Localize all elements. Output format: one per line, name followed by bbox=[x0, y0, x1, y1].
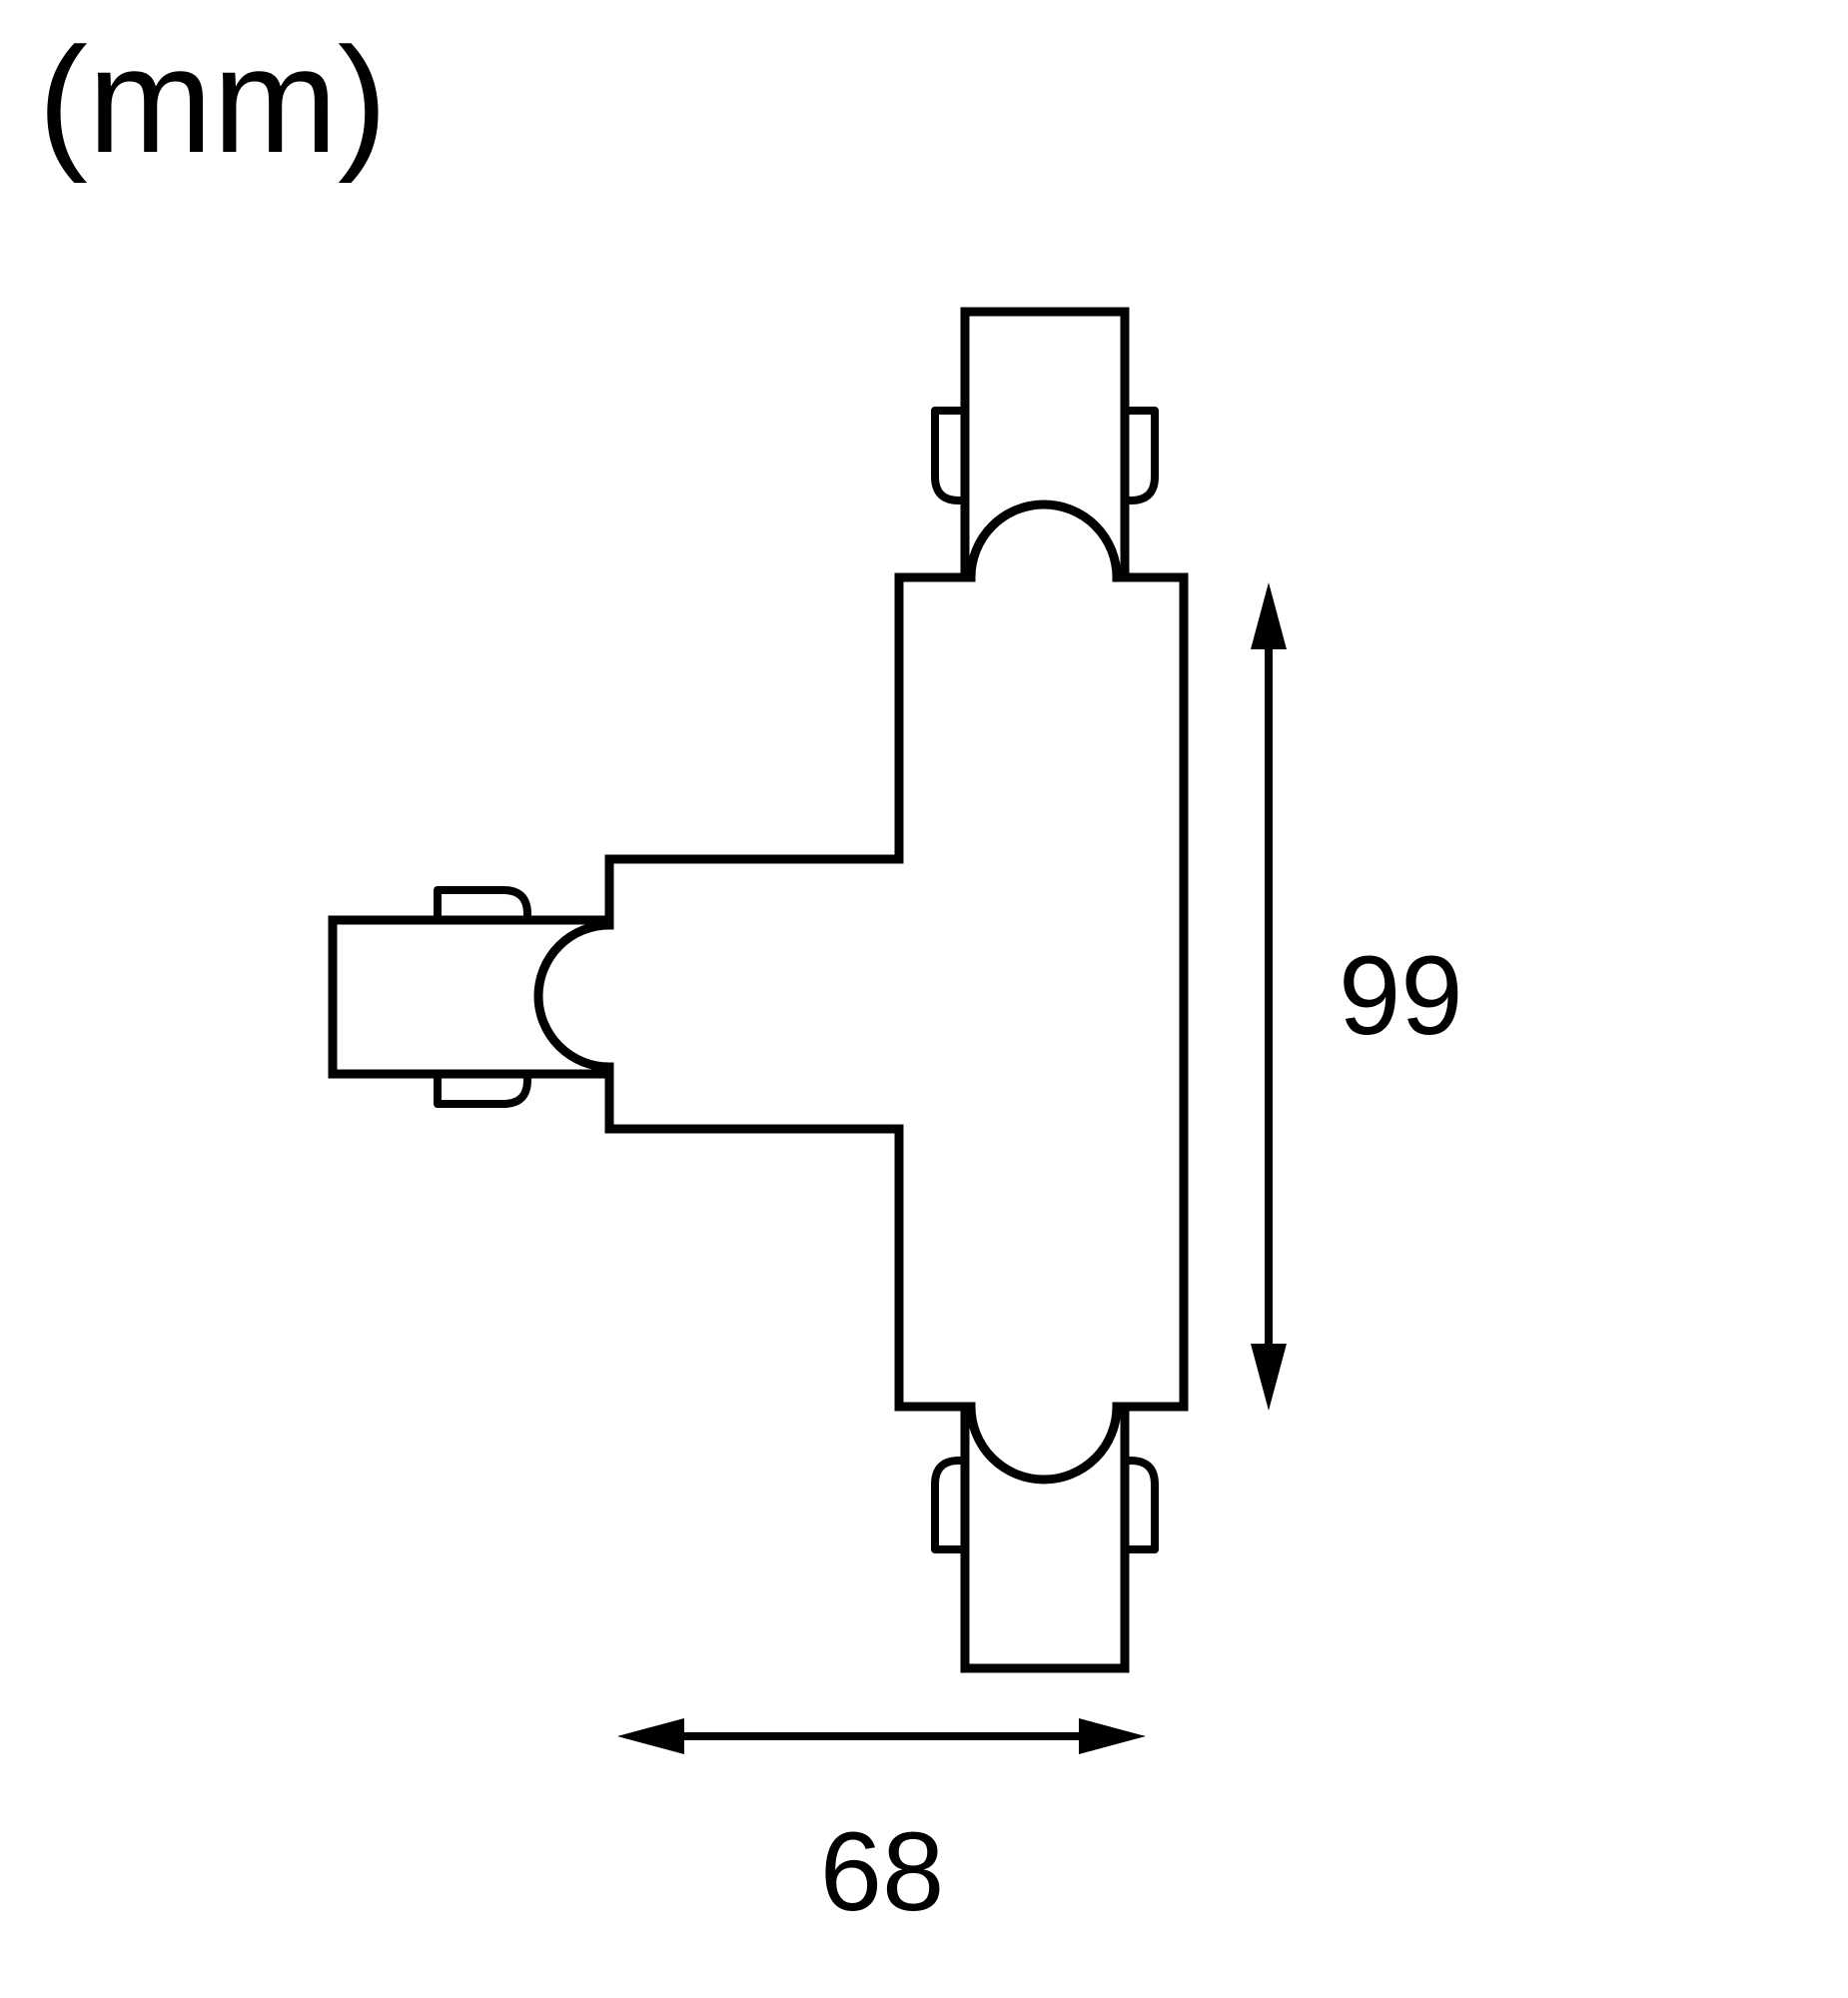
arrow-left-icon bbox=[617, 1718, 684, 1754]
top-plug-outline bbox=[960, 307, 1130, 577]
arrow-up-icon bbox=[1251, 582, 1287, 649]
connector-body-outline bbox=[533, 500, 1189, 1485]
left-plug-outline bbox=[328, 915, 609, 1079]
left-plug-bottom-tab bbox=[434, 1074, 531, 1108]
top-plug-right-tab bbox=[1125, 407, 1159, 504]
vertical-dimension-value: 99 bbox=[1339, 933, 1463, 1058]
dimension-horizontal: 68 bbox=[617, 1718, 1146, 1934]
horizontal-dimension-value: 68 bbox=[820, 1809, 945, 1934]
unit-label: (mm) bbox=[38, 16, 388, 184]
left-plug-top-tab bbox=[434, 886, 531, 920]
top-plug-left-tab bbox=[931, 407, 965, 504]
arrow-right-icon bbox=[1079, 1718, 1146, 1754]
arrow-down-icon bbox=[1251, 1344, 1287, 1411]
bottom-plug-outline bbox=[960, 1407, 1130, 1673]
t-connector bbox=[328, 307, 1189, 1673]
bottom-plug-left-tab bbox=[931, 1457, 965, 1553]
dimension-vertical: 99 bbox=[1251, 582, 1463, 1411]
bottom-plug-right-tab bbox=[1125, 1457, 1159, 1553]
